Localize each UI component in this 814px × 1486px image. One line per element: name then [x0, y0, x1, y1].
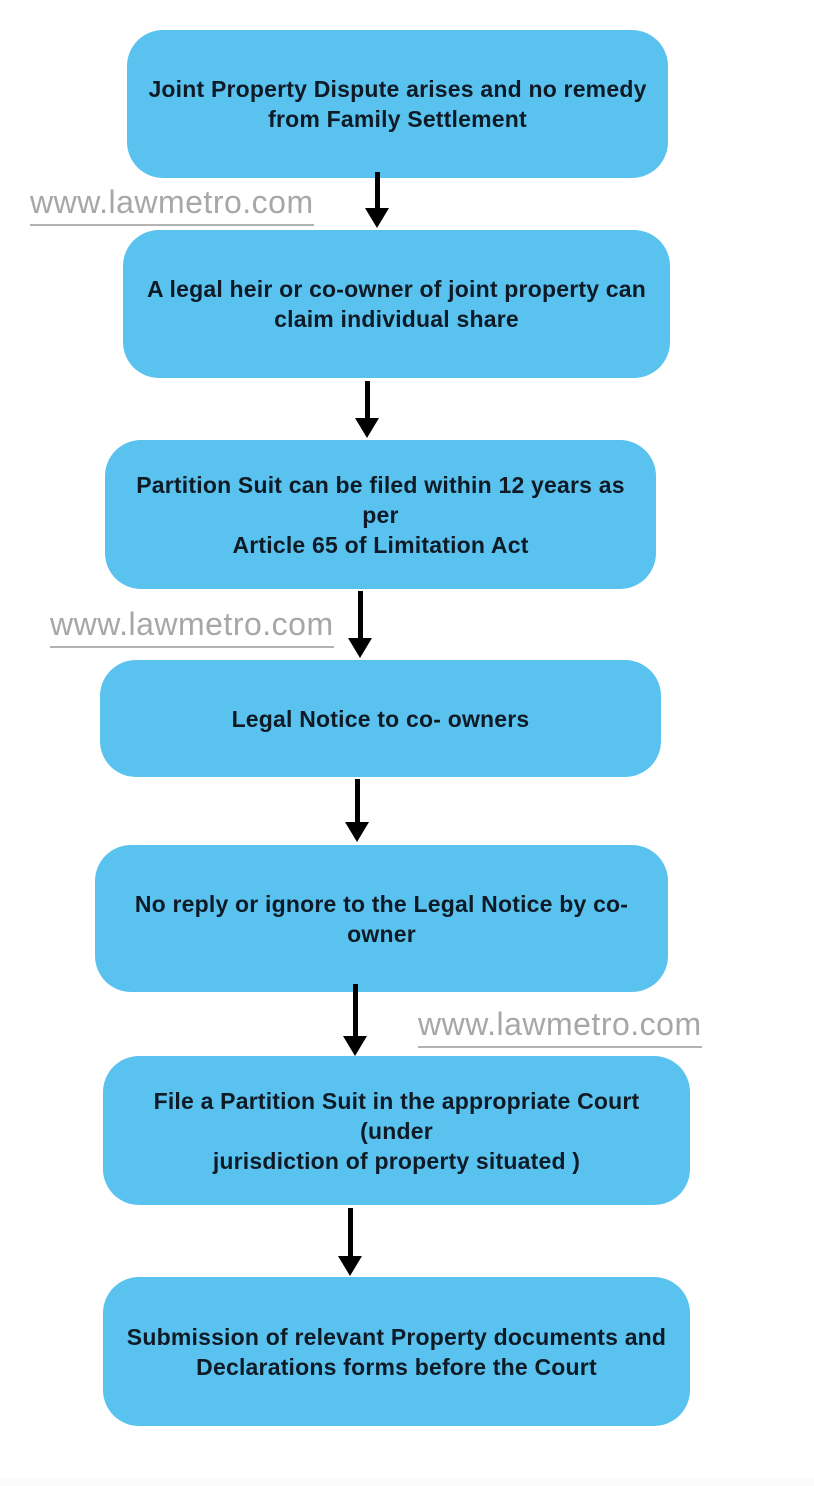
arrow-head-icon	[355, 418, 379, 438]
arrow-shaft	[374, 172, 380, 208]
down-arrow-connector-5	[343, 984, 367, 1056]
flow-step-2-label: A legal heir or co-owner of joint proper…	[146, 276, 647, 332]
watermark-2-text: www.lawmetro.com	[50, 606, 334, 648]
flow-step-6: File a Partition Suit in the appropriate…	[103, 1056, 690, 1205]
flow-step-7-label: Submission of relevant Property document…	[126, 1323, 667, 1380]
flow-step-1: Joint Property Dispute arises and no rem…	[127, 30, 668, 178]
flow-step-6-label: File a Partition Suit in the appropriate…	[153, 1087, 640, 1174]
down-arrow-connector-4	[345, 779, 369, 842]
watermark-3-text: www.lawmetro.com	[418, 1006, 702, 1048]
watermark-1-text: www.lawmetro.com	[30, 184, 314, 226]
flow-step-3-label: Partition Suit can be filed within 12 ye…	[136, 471, 625, 558]
flow-step-3: Partition Suit can be filed within 12 ye…	[105, 440, 656, 589]
arrow-head-icon	[345, 822, 369, 842]
arrow-head-icon	[343, 1036, 367, 1056]
arrow-head-icon	[348, 638, 372, 658]
flow-step-5: No reply or ignore to the Legal Notice b…	[95, 845, 668, 992]
down-arrow-connector-1	[365, 172, 389, 228]
arrow-head-icon	[365, 208, 389, 228]
flow-step-2: A legal heir or co-owner of joint proper…	[123, 230, 670, 378]
down-arrow-connector-3	[348, 591, 372, 658]
flow-step-4-label: Legal Notice to co- owners	[231, 705, 530, 732]
flow-step-5-label: No reply or ignore to the Legal Notice b…	[134, 890, 629, 947]
watermark-1: www.lawmetro.com	[30, 184, 314, 226]
watermark-2: www.lawmetro.com	[50, 606, 334, 648]
arrow-shaft	[347, 1208, 353, 1256]
arrow-shaft	[352, 984, 358, 1036]
arrow-head-icon	[338, 1256, 362, 1276]
arrow-shaft	[357, 591, 363, 638]
watermark-3: www.lawmetro.com	[418, 1006, 702, 1048]
arrow-shaft	[364, 381, 370, 418]
down-arrow-connector-2	[355, 381, 379, 438]
arrow-shaft	[354, 779, 360, 822]
footer-strip	[0, 1477, 814, 1486]
flow-step-4: Legal Notice to co- owners	[100, 660, 661, 777]
flow-step-7: Submission of relevant Property document…	[103, 1277, 690, 1426]
down-arrow-connector-6	[338, 1208, 362, 1276]
flow-step-1-label: Joint Property Dispute arises and no rem…	[148, 76, 647, 132]
